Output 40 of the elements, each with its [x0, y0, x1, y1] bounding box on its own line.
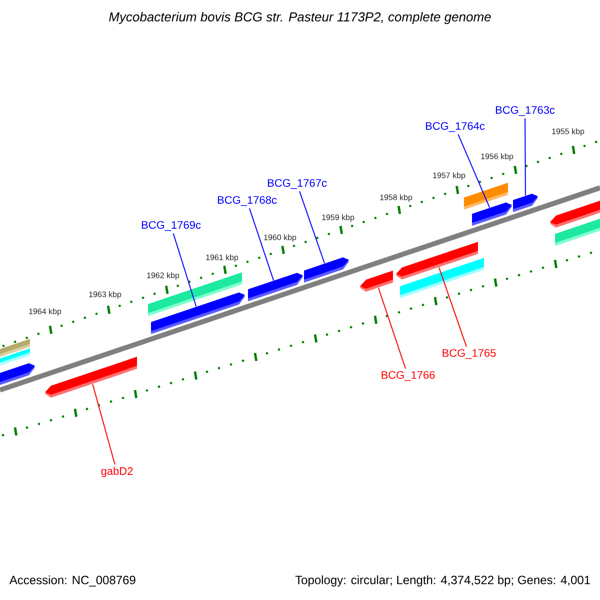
gene-bar [248, 272, 303, 302]
gene-label: BCG_1766 [382, 371, 435, 381]
leader-line [378, 287, 406, 370]
tick-label: 1958 kbp [380, 194, 412, 202]
leader-line [92, 384, 116, 465]
leader-line [248, 208, 274, 281]
tick-label: 1960 kbp [264, 234, 296, 242]
gene-label: BCG_1769c [142, 221, 201, 231]
gene-label: BCG_1768c [218, 196, 277, 206]
accession-text: Accession: NC_008769 [9, 575, 136, 587]
tick-label: 1957 kbp [433, 172, 466, 180]
title: Mycobacterium bovis BCG str. Pasteur 1173P2, complete genome [109, 12, 491, 24]
gene-bar [472, 202, 512, 226]
gene-label: BCG_1767c [268, 179, 327, 189]
gene-bar [555, 218, 600, 246]
leader-line [458, 134, 490, 208]
gene-bar [0, 363, 35, 385]
gene-bar [151, 292, 245, 334]
leader-line [172, 232, 197, 307]
gene-bar [513, 194, 538, 212]
gene-label: gabD2 [101, 466, 133, 478]
gene-bar [360, 270, 393, 292]
gene-bar [45, 356, 137, 398]
leader-line [524, 118, 526, 196]
genome-info-text: Topology: circular; Length: 4,374,522 bp; Genes: 4,001 [295, 575, 590, 587]
tick-label: 1955 kbp [552, 128, 584, 136]
leader-line [438, 266, 467, 348]
gene-label: BCG_1763c [496, 106, 555, 116]
tick-label: 1962 kbp [147, 272, 180, 280]
leader-line [299, 190, 325, 264]
tick-label: 1963 kbp [89, 291, 122, 299]
tick-label: 1964 kbp [29, 308, 62, 316]
tick-label: 1956 kbp [481, 153, 514, 161]
gene-label: BCG_1765 [442, 349, 496, 359]
gene-label: BCG_1764c [426, 122, 485, 132]
gene-bar [0, 348, 30, 366]
tick-label: 1961 kbp [206, 254, 238, 262]
gene-bar [400, 258, 484, 298]
gene-bar [304, 257, 349, 283]
tick-label: 1959 kbp [322, 214, 354, 222]
